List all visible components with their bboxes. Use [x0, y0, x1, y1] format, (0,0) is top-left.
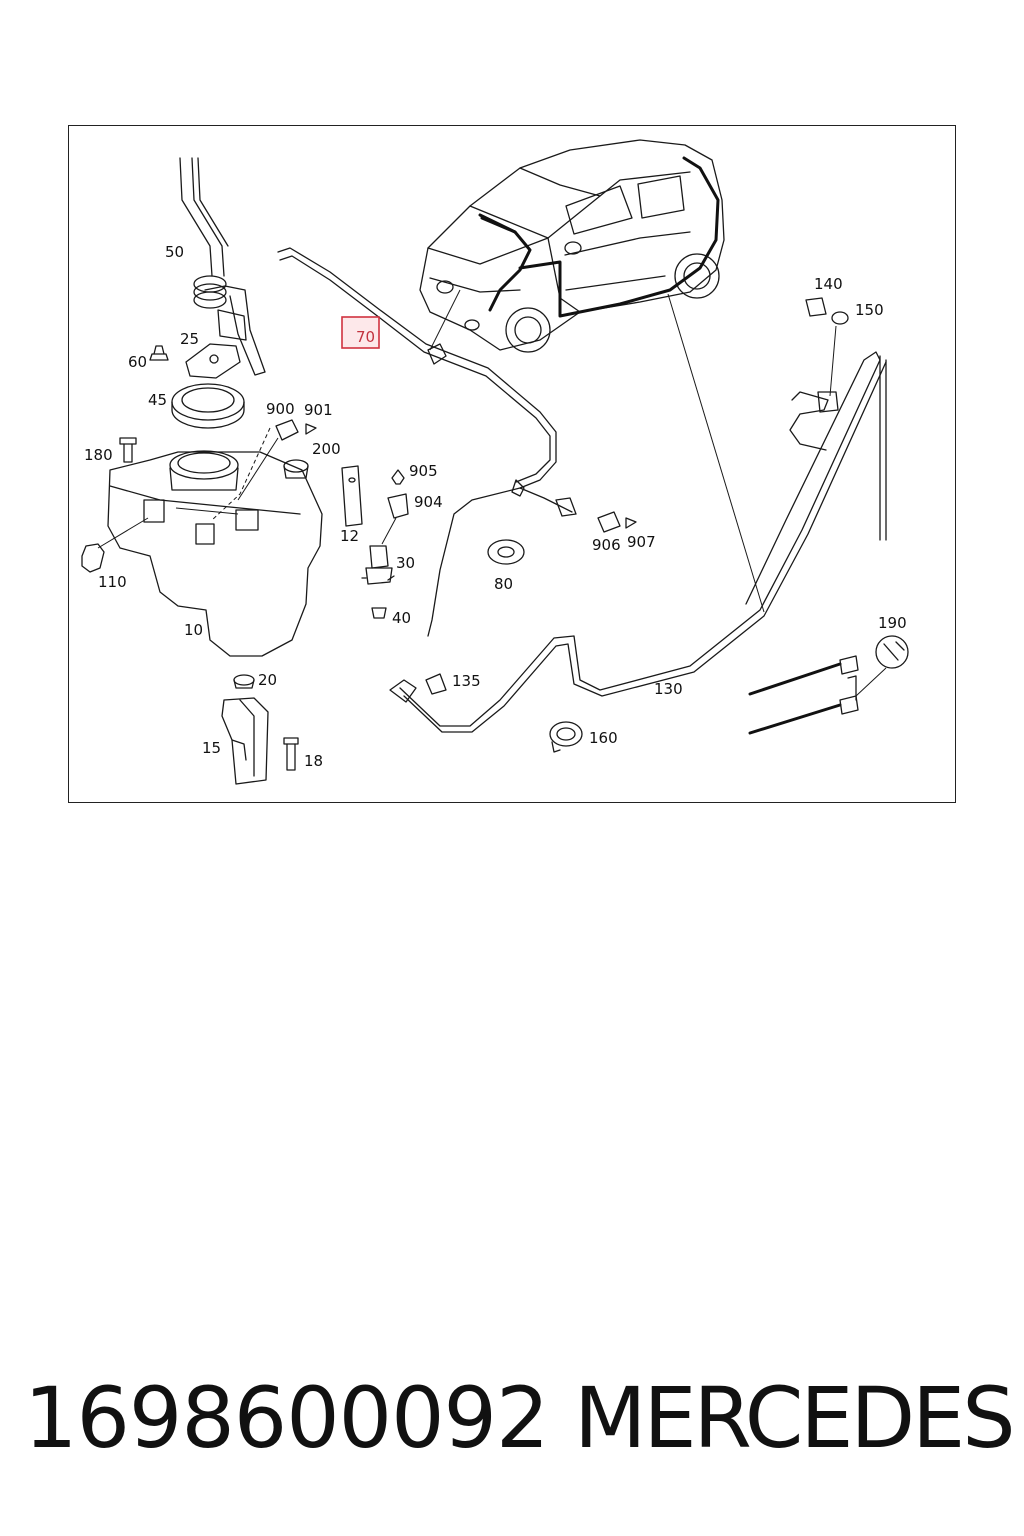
callout-200: 200 [312, 440, 341, 458]
callout-150: 150 [855, 301, 884, 319]
sensor-900-901 [237, 419, 317, 501]
plate-25 [185, 343, 241, 379]
callout-190: 190 [878, 614, 907, 632]
callout-60: 60 [128, 353, 147, 371]
grommet-200 [283, 459, 309, 479]
callout-15: 15 [202, 739, 221, 757]
plug-60 [149, 345, 169, 361]
callout-904: 904 [414, 493, 443, 511]
brand-name: MERCEDES [574, 1369, 1016, 1467]
ring-45 [171, 383, 245, 429]
hose-70 [277, 247, 577, 637]
clip-140-150 [805, 297, 849, 413]
callout-906: 906 [592, 536, 621, 554]
connector-904 [381, 493, 409, 545]
footer: 1698600092 MERCEDES [0, 1368, 1024, 1468]
callout-110: 110 [98, 573, 127, 591]
callout-140: 140 [814, 275, 843, 293]
grommet-20 [233, 674, 255, 689]
callout-130: 130 [654, 680, 683, 698]
callout-12: 12 [340, 527, 359, 545]
callout-907: 907 [627, 533, 656, 551]
parts-diagram: 70 [81, 139, 909, 785]
grommet-80 [487, 539, 525, 565]
cap-110 [81, 517, 149, 573]
callout-70: 70 [356, 328, 375, 346]
callout-160: 160 [589, 729, 618, 747]
callout-905: 905 [409, 462, 438, 480]
part-number: 1698600092 [24, 1369, 549, 1467]
callout-20: 20 [258, 671, 277, 689]
callout-180: 180 [84, 446, 113, 464]
bracket-15 [221, 697, 269, 785]
clamp-160 [549, 721, 583, 753]
connector-906-907 [597, 511, 637, 533]
callout-30: 30 [396, 554, 415, 572]
grommet-40 [371, 607, 387, 619]
connector-905 [391, 469, 405, 485]
callout-25: 25 [180, 330, 199, 348]
callout-50: 50 [165, 243, 184, 261]
callout-40: 40 [392, 609, 411, 627]
callout-80: 80 [494, 575, 513, 593]
parts-diagram-frame [68, 125, 956, 803]
callout-45: 45 [148, 391, 167, 409]
bolt-180 [119, 437, 137, 463]
callout-900: 900 [266, 400, 295, 418]
callout-135: 135 [452, 672, 481, 690]
callout-10: 10 [184, 621, 203, 639]
connector-135 [389, 673, 447, 703]
callout-18: 18 [304, 752, 323, 770]
callout-70-highlight [341, 316, 380, 349]
hoses-190 [748, 635, 909, 735]
bolt-18 [283, 737, 299, 771]
pump-30 [361, 545, 395, 585]
car-illustration [419, 139, 765, 613]
hose-130 [399, 351, 887, 733]
filler-neck-50 [179, 157, 266, 376]
callout-901: 901 [304, 401, 333, 419]
seal-12 [341, 465, 363, 527]
reservoir-10 [107, 427, 323, 657]
